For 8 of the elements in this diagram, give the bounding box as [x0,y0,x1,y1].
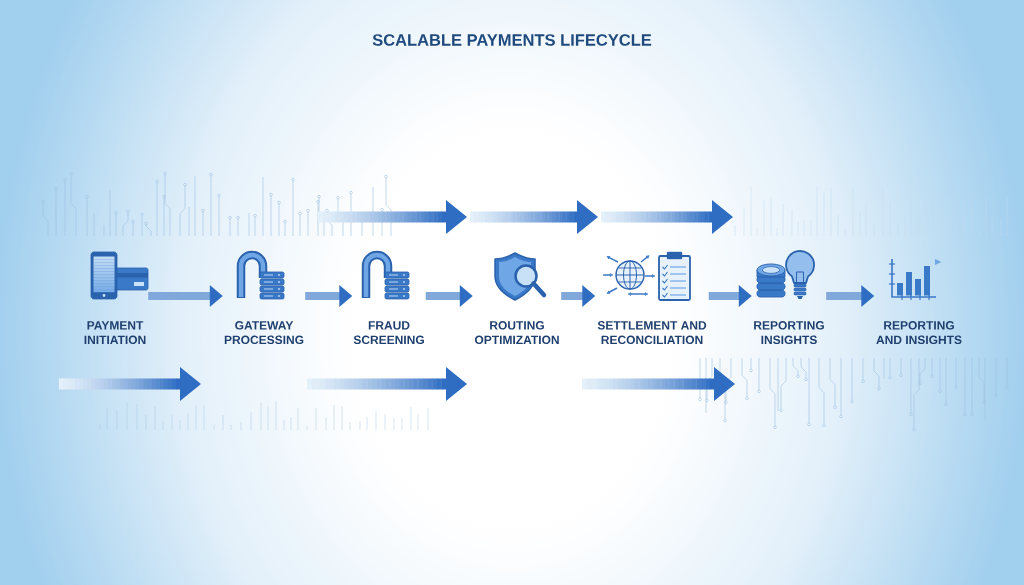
process-step: GATEWAY PROCESSING [224,321,304,345]
process-step: SETTLEMENT AND RECONCILIATION [597,321,707,345]
process-step: ROUTING OPTIMIZATION [474,321,559,345]
title: SCALABLE PAYMENTS LIFECYCLE [372,34,652,46]
process-step: PAYMENT INITIATION [84,321,146,345]
process-step: REPORTING AND INSIGHTS [876,321,962,345]
process-step: FRAUD SCREENING [353,321,424,345]
process-step: REPORTING INSIGHTS [754,321,824,345]
